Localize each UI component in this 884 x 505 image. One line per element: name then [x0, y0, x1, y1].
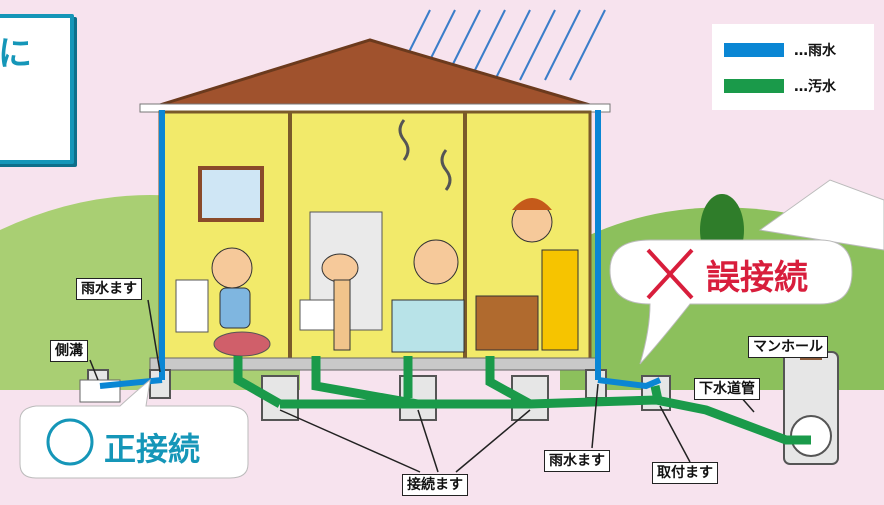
label-attachment-inlet: 取付ます — [652, 462, 718, 484]
label-manhole: マンホール — [748, 336, 828, 358]
toilet — [175, 279, 209, 333]
legend-rain-label: …雨水 — [794, 43, 836, 59]
sewage-pipes — [233, 356, 811, 445]
kitchen-counter — [475, 295, 539, 351]
legend-item-sewage: …汚水 — [724, 76, 836, 96]
steam-icon — [398, 119, 410, 161]
label-rain-inlet-right: 雨水ます — [544, 450, 610, 472]
wrong-connection-label: 誤接続 — [706, 258, 808, 298]
rain-swatch — [724, 43, 784, 57]
legend-item-rain: …雨水 — [724, 40, 836, 60]
bathtub — [391, 299, 465, 353]
label-connection-inlet: 接続ます — [402, 474, 468, 496]
legend-sewage-label: …汚水 — [794, 79, 836, 95]
correct-connection-bubble — [19, 378, 249, 479]
window — [198, 166, 264, 222]
page-title: に — [0, 34, 32, 74]
legend: …雨水 …汚水 — [712, 24, 874, 110]
sewage-swatch — [724, 79, 784, 93]
mountain — [758, 179, 884, 251]
correct-connection-label: 正接続 — [104, 430, 201, 468]
roof — [149, 38, 601, 110]
title-panel: に — [0, 14, 74, 164]
label-gutter: 側溝 — [50, 340, 88, 362]
label-rain-inlet-left: 雨水ます — [76, 278, 142, 300]
wrong-mark-icon — [646, 248, 694, 300]
correct-mark-icon — [46, 418, 94, 466]
label-sewer-pipe: 下水道管 — [694, 378, 760, 400]
